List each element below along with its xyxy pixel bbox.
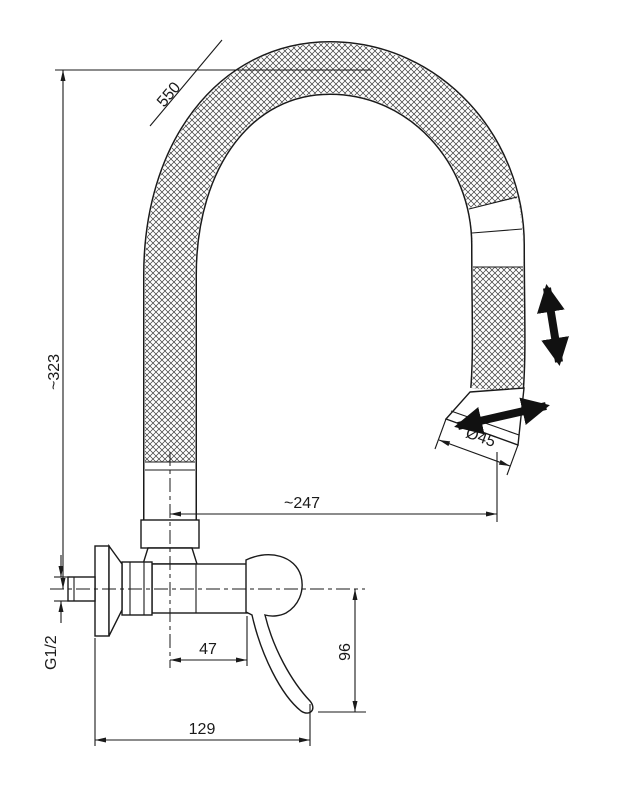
dimension-body-offset: 47	[170, 616, 248, 666]
swivel-flex-arrow-icon	[537, 284, 569, 366]
wall-escutcheon	[94, 545, 110, 637]
hose-length-leader	[149, 39, 223, 127]
collar-seam-mid	[471, 228, 523, 234]
offset-label: 47	[199, 641, 217, 658]
dimension-handle-drop: 96	[318, 589, 366, 713]
thread-label: G1/2	[43, 635, 60, 670]
dimension-reach: ~247	[170, 452, 498, 522]
dimension-overall-depth: 129	[94, 638, 311, 746]
hose-length-label: 550	[154, 79, 184, 110]
depth-label: 129	[189, 721, 216, 738]
diameter-ext-1	[434, 418, 447, 450]
escutcheon-cone	[108, 543, 123, 637]
flex-arrows	[454, 284, 569, 435]
reach-label: ~247	[284, 495, 320, 512]
centerlines	[50, 452, 365, 668]
hose-braid-texture	[145, 42, 524, 462]
dimension-thread: G1/2	[43, 555, 70, 670]
hose-collar-band	[468, 198, 523, 267]
height-label: ~323	[46, 354, 63, 390]
pull-out-flex-arrow-icon	[454, 397, 550, 435]
faucet-body	[67, 519, 314, 714]
lever-handle	[245, 554, 314, 714]
diameter-ext-2	[506, 444, 519, 476]
dimension-height: ~323	[46, 69, 372, 589]
flexible-hose	[143, 40, 526, 548]
collar-seam-top	[468, 196, 518, 210]
diameter-dim-line	[438, 439, 511, 467]
handle-drop-label: 96	[337, 643, 354, 661]
